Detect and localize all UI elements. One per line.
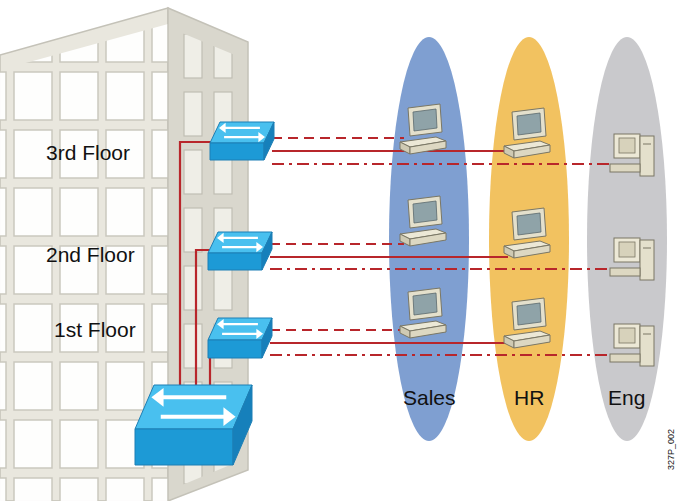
- switch-side: [262, 232, 272, 270]
- switch-top: [210, 122, 274, 143]
- pc-screen: [413, 293, 437, 315]
- ws-drive: [643, 248, 651, 249]
- pc-monitor: [408, 104, 442, 136]
- ws-keyboard: [610, 268, 640, 276]
- workstation-pc: [610, 238, 654, 280]
- switch-top: [208, 232, 272, 253]
- ws-monitor: [614, 238, 640, 262]
- switch-top: [135, 385, 252, 429]
- desktop-pc: [400, 288, 446, 338]
- switch-side: [264, 122, 274, 160]
- desktop-pc: [504, 108, 550, 158]
- eng-cable: [272, 163, 612, 165]
- switch-arrowhead: [217, 233, 224, 243]
- ws-keyboard: [610, 354, 640, 362]
- switch-arrow: [161, 395, 227, 399]
- pc-monitor: [512, 298, 546, 330]
- group-label: HR: [514, 386, 544, 410]
- sales-cable: [272, 137, 404, 139]
- pc-base-side: [400, 326, 410, 338]
- switch-arrowhead: [217, 319, 224, 329]
- ellipse-outline: [488, 36, 570, 442]
- floor-label: 1st Floor: [54, 318, 136, 342]
- ws-tower: [640, 240, 654, 280]
- pc-base-side: [400, 234, 410, 246]
- switch-arrow: [161, 415, 227, 419]
- pc-base-front: [514, 335, 550, 348]
- ws-tower: [640, 326, 654, 366]
- ws-monitor: [614, 134, 640, 158]
- switch-arrow: [224, 127, 260, 129]
- ws-keyboard: [610, 164, 640, 172]
- eng-cable: [270, 268, 612, 270]
- switch-arrow: [222, 237, 258, 239]
- switch-front: [208, 253, 262, 270]
- pc-base-side: [504, 336, 514, 348]
- switch-arrowhead: [256, 329, 263, 339]
- desktop-pc: [504, 298, 550, 348]
- pc-screen: [517, 213, 541, 235]
- pc-monitor: [408, 288, 442, 320]
- ws-screen: [619, 242, 635, 257]
- switch-arrowhead: [258, 132, 265, 142]
- switch-arrow: [222, 246, 258, 248]
- ws-drive: [643, 334, 651, 335]
- switch-top: [208, 318, 272, 340]
- switch-arrowhead: [151, 388, 163, 407]
- ws-screen: [619, 138, 635, 153]
- switch-arrowhead: [219, 123, 226, 133]
- sales-cable: [270, 243, 404, 245]
- pc-base-front: [514, 245, 550, 258]
- workstation-pc: [610, 134, 654, 176]
- pc-screen: [413, 109, 437, 131]
- group-label: Sales: [403, 386, 456, 410]
- pc-base-side: [504, 246, 514, 258]
- switch-side: [262, 318, 272, 358]
- figure-id: 327P_002: [666, 429, 676, 470]
- pc-base-side: [400, 142, 410, 154]
- ws-drive: [643, 144, 651, 145]
- desktop-pc: [400, 104, 446, 154]
- desktop-pc: [400, 196, 446, 246]
- eng-cable: [270, 354, 612, 356]
- hr-cable: [272, 150, 508, 152]
- pc-screen: [517, 303, 541, 325]
- pc-base-front: [410, 325, 446, 338]
- floor-label: 2nd Floor: [46, 243, 135, 267]
- ellipse-shape: [489, 37, 569, 441]
- group-label: Eng: [608, 386, 645, 410]
- hr-cable: [270, 342, 508, 344]
- ws-monitor: [614, 324, 640, 348]
- ellipse-shape: [587, 37, 667, 441]
- group-ellipse: HR: [488, 36, 570, 442]
- desktop-pc: [504, 208, 550, 258]
- floor-label: 3rd Floor: [46, 141, 130, 165]
- switch-side: [233, 385, 252, 465]
- switch-arrow: [224, 136, 260, 138]
- pc-monitor: [512, 108, 546, 140]
- riser-cable: [180, 142, 214, 400]
- switch-front: [135, 429, 233, 465]
- pc-base-front: [410, 141, 446, 154]
- ellipse-shape: [389, 37, 469, 441]
- switch-arrow: [222, 323, 258, 325]
- pc-monitor: [512, 208, 546, 240]
- pc-base-front: [410, 233, 446, 246]
- pc-base-front: [514, 145, 550, 158]
- hr-cable: [270, 256, 508, 258]
- workstation-pc: [610, 324, 654, 366]
- pc-screen: [517, 113, 541, 135]
- pc-base-side: [504, 146, 514, 158]
- switch-arrowhead: [223, 407, 235, 426]
- pc-monitor: [408, 196, 442, 228]
- sales-cable: [270, 329, 404, 331]
- ws-tower: [640, 136, 654, 176]
- switch-front: [208, 340, 262, 358]
- switch-front: [210, 143, 264, 160]
- switch-arrow: [222, 333, 258, 335]
- pc-screen: [413, 201, 437, 223]
- ws-screen: [619, 328, 635, 343]
- switch-arrowhead: [256, 242, 263, 252]
